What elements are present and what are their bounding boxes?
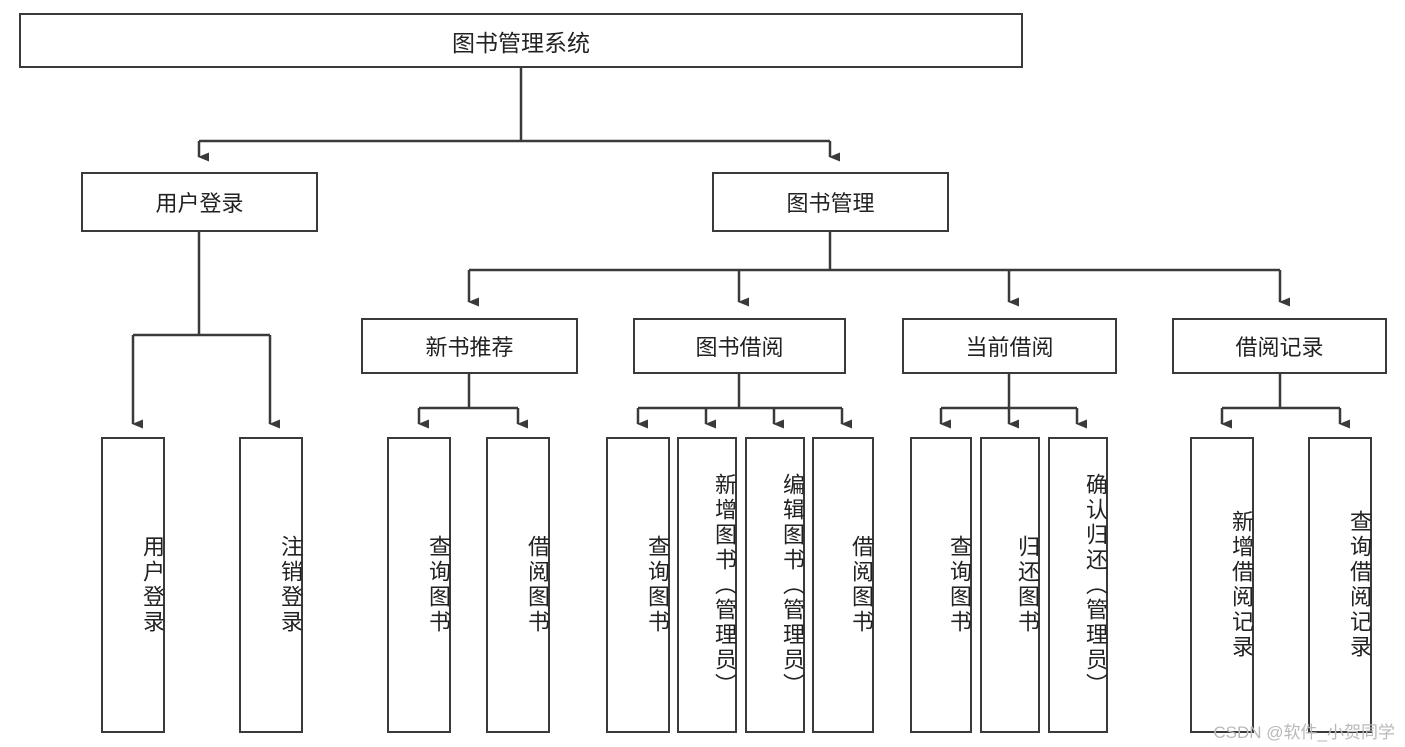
leaf-borrow-record-query-record[interactable]: 查询借阅记录 bbox=[1308, 437, 1372, 733]
node-label: 查询图书 bbox=[426, 535, 451, 635]
node-label: 用户登录 bbox=[140, 535, 165, 635]
node-label: 归还图书 bbox=[1015, 535, 1040, 635]
node-user-login[interactable]: 用户登录 bbox=[81, 172, 318, 232]
node-label: 编辑图书（管理员） bbox=[780, 472, 805, 698]
node-label: 新书推荐 bbox=[425, 335, 514, 360]
leaf-current-borrow-confirm-return-admin[interactable]: 确认归还（管理员） bbox=[1048, 437, 1108, 733]
node-label: 图书管理系统 bbox=[452, 29, 590, 56]
node-label: 当前借阅 bbox=[965, 335, 1054, 360]
leaf-current-borrow-query-book[interactable]: 查询图书 bbox=[910, 437, 972, 733]
node-label: 新增借阅记录 bbox=[1229, 510, 1254, 660]
watermark: CSDN @软件_小贺同学 bbox=[1213, 723, 1395, 742]
node-label: 确认归还（管理员） bbox=[1083, 472, 1108, 698]
leaf-new-book-query-book[interactable]: 查询图书 bbox=[387, 437, 451, 733]
leaf-borrow-record-add-record[interactable]: 新增借阅记录 bbox=[1190, 437, 1254, 733]
node-book-management[interactable]: 图书管理 bbox=[712, 172, 949, 232]
node-label: 借阅图书 bbox=[849, 535, 874, 635]
leaf-new-book-borrow-book[interactable]: 借阅图书 bbox=[486, 437, 550, 733]
node-new-book-recommend[interactable]: 新书推荐 bbox=[361, 318, 578, 374]
leaf-current-borrow-return-book[interactable]: 归还图书 bbox=[980, 437, 1040, 733]
node-label: 用户登录 bbox=[155, 191, 244, 216]
node-label: 查询借阅记录 bbox=[1347, 510, 1372, 660]
node-label: 注销登录 bbox=[278, 535, 303, 635]
node-current-borrow[interactable]: 当前借阅 bbox=[902, 318, 1117, 374]
leaf-book-borrow-add-book-admin[interactable]: 新增图书（管理员） bbox=[677, 437, 737, 733]
node-label: 借阅记录 bbox=[1235, 335, 1324, 360]
leaf-book-borrow-query-book[interactable]: 查询图书 bbox=[606, 437, 670, 733]
node-label: 查询图书 bbox=[947, 535, 972, 635]
node-label: 新增图书（管理员） bbox=[712, 472, 737, 698]
node-book-borrow[interactable]: 图书借阅 bbox=[633, 318, 846, 374]
leaf-book-borrow-edit-book-admin[interactable]: 编辑图书（管理员） bbox=[745, 437, 805, 733]
node-borrow-record[interactable]: 借阅记录 bbox=[1172, 318, 1387, 374]
leaf-book-borrow-borrow-book[interactable]: 借阅图书 bbox=[812, 437, 874, 733]
node-label: 图书借阅 bbox=[695, 335, 784, 360]
node-label: 查询图书 bbox=[645, 535, 670, 635]
node-root-book-management-system[interactable]: 图书管理系统 bbox=[19, 13, 1023, 68]
node-label: 图书管理 bbox=[786, 191, 875, 216]
node-label: 借阅图书 bbox=[525, 535, 550, 635]
leaf-user-login-login[interactable]: 用户登录 bbox=[101, 437, 165, 733]
leaf-user-login-logout[interactable]: 注销登录 bbox=[239, 437, 303, 733]
